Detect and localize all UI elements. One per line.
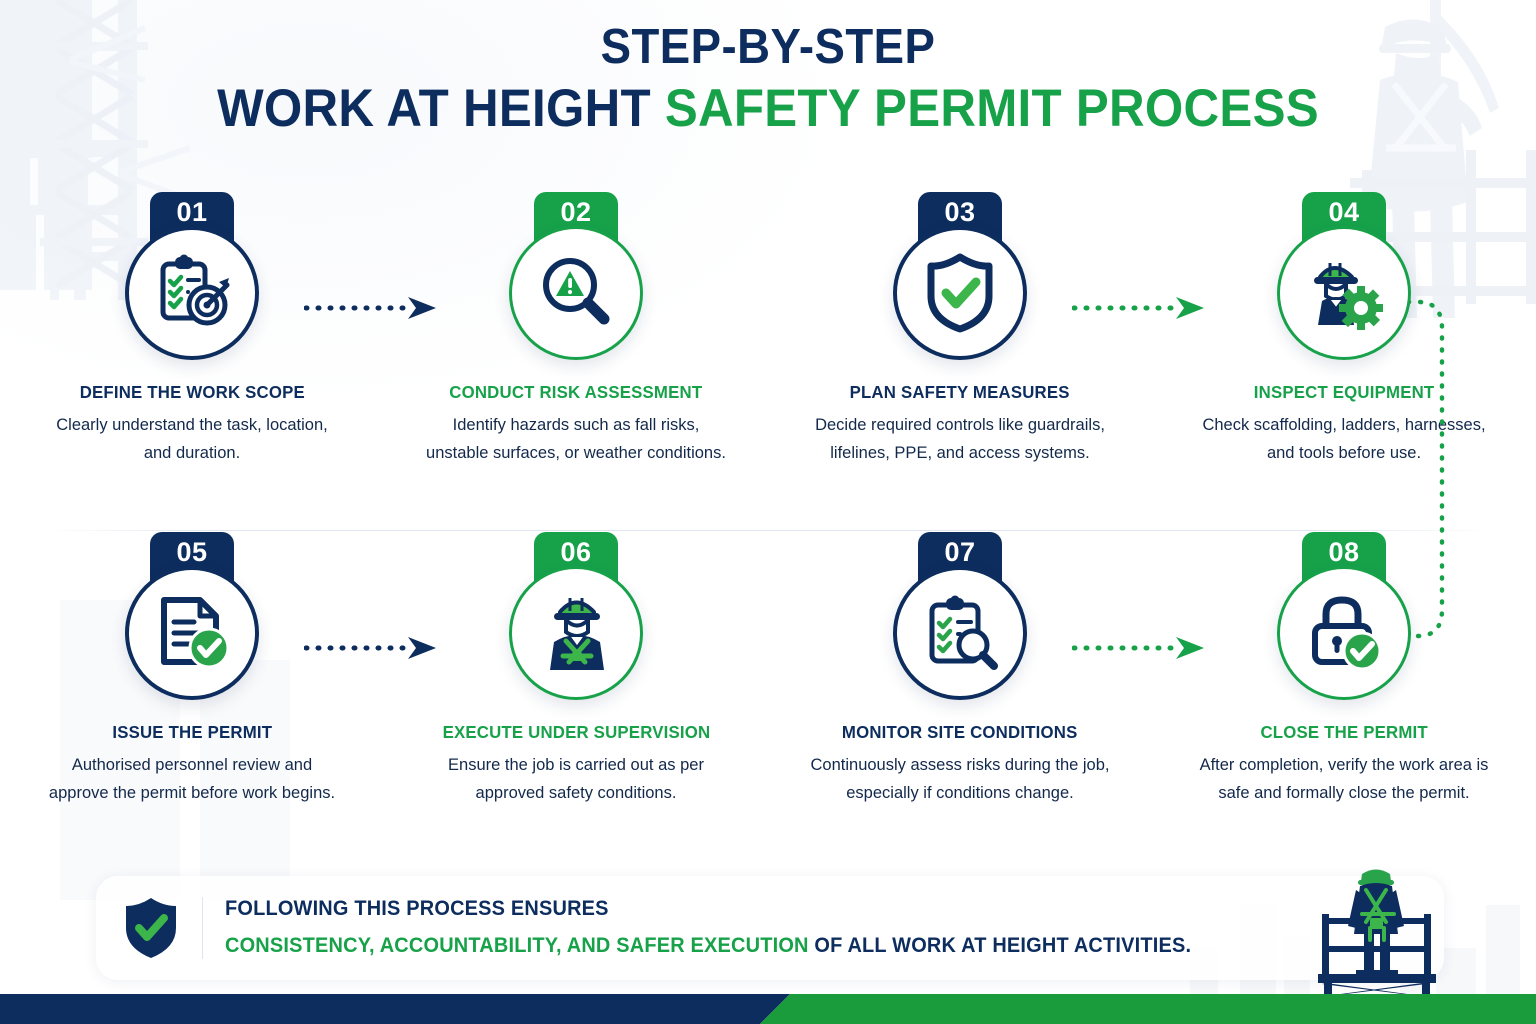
step-icon-circle xyxy=(125,226,259,360)
clipboard-magnifier-icon xyxy=(929,595,998,670)
page-title: STEP-BY-STEP WORK AT HEIGHT SAFETY PERMI… xyxy=(0,20,1536,137)
summary-banner: FOLLOWING THIS PROCESS ENSURES CONSISTEN… xyxy=(96,876,1444,980)
title-line-2-dark: WORK AT HEIGHT xyxy=(217,79,665,139)
step-description: Check scaffolding, ladders, harnesses, a… xyxy=(1202,416,1486,462)
step-description: Authorised personnel review and approve … xyxy=(48,756,336,802)
banner-line-2-green: CONSISTENCY, ACCOUNTABILITY, AND SAFER E… xyxy=(225,934,809,957)
arrow-01-to-02 xyxy=(304,296,440,320)
document-check-icon xyxy=(161,597,230,669)
worker-on-scaffold-illustration xyxy=(1318,869,1436,996)
steps-row-2: 05 ISSUE THE PERMIT Authorised personnel… xyxy=(0,532,1536,807)
steps-row-1: 01 DEFINE THE WOR xyxy=(0,192,1536,467)
lock-check-icon xyxy=(1312,596,1382,671)
banner-line-2: CONSISTENCY, ACCOUNTABILITY, AND SAFER E… xyxy=(225,930,1191,963)
step-card-04[interactable]: 04 xyxy=(1152,192,1536,467)
clipboard-target-icon xyxy=(160,254,230,326)
step-card-05[interactable]: 05 ISSUE THE PERMIT Authorised personnel… xyxy=(0,532,436,807)
step-title: ISSUE THE PERMIT xyxy=(112,722,272,742)
worker-harness-icon xyxy=(550,598,604,670)
arrow-02-to-03 xyxy=(1072,296,1208,320)
step-icon-circle xyxy=(509,566,643,700)
step-card-06[interactable]: 06 EXECUTE UNDER SUPERVISION En xyxy=(384,532,1204,807)
shield-check-icon xyxy=(927,253,993,333)
step-title: EXECUTE UNDER SUPERVISION xyxy=(442,722,710,742)
step-description: Identify hazards such as fall risks, uns… xyxy=(426,416,726,462)
step-title: MONITOR SITE CONDITIONS xyxy=(842,722,1078,742)
step-card-01[interactable]: 01 DEFINE THE WOR xyxy=(0,192,436,467)
step-icon-circle xyxy=(893,226,1027,360)
step-card-03[interactable]: 03 PLAN SAFETY MEASURES Decide required … xyxy=(768,192,1152,467)
step-description: Clearly understand the task, location, a… xyxy=(56,416,328,462)
step-icon-circle xyxy=(893,566,1027,700)
step-card-07[interactable]: 07 MONITOR SITE CONDITIONS Continuously … xyxy=(768,532,1152,807)
step-description: Ensure the job is carried out as per app… xyxy=(448,756,704,802)
title-line-1: STEP-BY-STEP xyxy=(600,20,936,74)
banner-text: FOLLOWING THIS PROCESS ENSURES CONSISTEN… xyxy=(225,893,1242,962)
banner-separator xyxy=(202,897,203,959)
shield-check-icon xyxy=(126,898,176,958)
step-description: After completion, verify the work area i… xyxy=(1199,756,1489,802)
step-card-02[interactable]: 02 CONDUCT RISK ASSESSMENT Identify haza… xyxy=(384,192,1204,467)
arrow-05-to-06 xyxy=(304,636,440,660)
banner-line-1: FOLLOWING THIS PROCESS ENSURES xyxy=(225,897,609,921)
title-line-2-green: SAFETY PERMIT PROCESS xyxy=(664,79,1319,139)
step-title: INSPECT EQUIPMENT xyxy=(1253,382,1435,402)
step-card-08[interactable]: 08 CLOSE THE PERMIT After completion, ve… xyxy=(1152,532,1536,807)
step-icon-circle xyxy=(125,566,259,700)
step-title: CONDUCT RISK ASSESSMENT xyxy=(449,382,703,402)
title-line-2: WORK AT HEIGHT SAFETY PERMIT PROCESS xyxy=(54,81,1482,137)
step-icon-circle xyxy=(1277,566,1411,700)
step-icon-circle xyxy=(509,226,643,360)
magnifier-warning-icon xyxy=(543,258,610,325)
step-icon-circle xyxy=(1277,226,1411,360)
step-title: PLAN SAFETY MEASURES xyxy=(849,382,1071,402)
bottom-color-bar xyxy=(0,994,1536,1024)
step-title: DEFINE THE WORK SCOPE xyxy=(79,382,305,402)
row-divider xyxy=(44,530,1492,531)
worker-gear-icon xyxy=(1314,263,1383,330)
banner-line-2-dark: OF ALL WORK AT HEIGHT ACTIVITIES. xyxy=(808,934,1192,957)
step-description: Decide required controls like guardrails… xyxy=(815,416,1105,462)
step-title: CLOSE THE PERMIT xyxy=(1260,722,1428,742)
arrow-06-to-07 xyxy=(1072,636,1208,660)
step-description: Continuously assess risks during the job… xyxy=(810,756,1110,802)
